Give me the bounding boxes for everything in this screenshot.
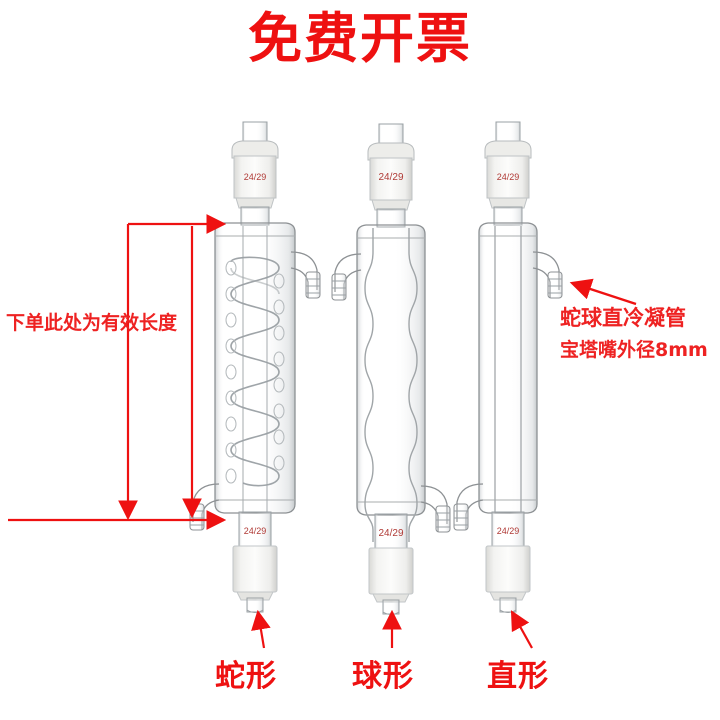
product-label-bulb: 球形	[352, 659, 414, 694]
joint-label-straight-bottom: 24/29	[497, 526, 520, 536]
effective-length-note: 下单此处为有效长度	[6, 312, 178, 334]
joint-label-bulb-bottom: 24/29	[378, 528, 403, 539]
joint-label-bulb-top: 24/29	[378, 172, 403, 183]
hose-barb-bulb-upper	[331, 253, 362, 301]
hose-barb-coil-upper	[290, 251, 321, 299]
condenser-bulb: 24/29	[331, 123, 451, 615]
product-label-straight: 直形	[487, 659, 549, 694]
condenser-straight: 24/29	[453, 121, 563, 613]
effective-length-dimension	[8, 214, 227, 530]
hose-barb-straight-upper	[532, 251, 563, 299]
hose-barb-straight-lower	[453, 483, 484, 531]
page-title: 免费开票	[248, 7, 472, 70]
bottom-label-leaders	[251, 609, 533, 649]
product-name-note: 蛇球直冷凝管	[560, 306, 686, 330]
product-label-coil: 蛇形	[215, 659, 277, 694]
hose-barb-bulb-lower	[420, 485, 451, 533]
barb-diameter-note: 宝塔嘴外径8mm	[560, 339, 708, 361]
joint-label-straight-top: 24/29	[497, 172, 520, 182]
joint-label-coil-bottom: 24/29	[244, 526, 267, 536]
joint-label-coil-top: 24/29	[244, 172, 267, 182]
condenser-coil: 24/29	[189, 121, 321, 613]
barb-callout-arrow	[569, 278, 637, 306]
